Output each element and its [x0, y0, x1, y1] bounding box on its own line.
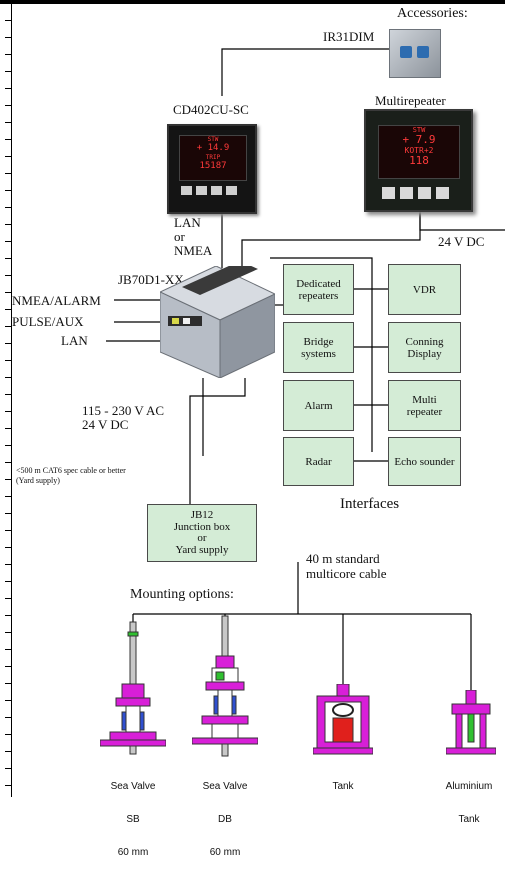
sea-valve-sb-drawing: [100, 621, 166, 755]
ir31dim-device: [389, 29, 441, 78]
cable-note: <500 m CAT6 spec cable or better: [16, 466, 126, 475]
jb12-label: Yard supply: [175, 543, 229, 556]
screen-line: KOTR+2: [404, 146, 434, 155]
caption-line: Sea Valve: [110, 781, 156, 792]
interface-label: systems: [301, 347, 336, 360]
lan-label: LAN: [61, 333, 88, 348]
mount-caption-tank: Tank: [308, 759, 378, 803]
interface-label: Dedicated: [296, 277, 341, 290]
interface-label: VDR: [412, 283, 437, 296]
caption-line: DB: [218, 814, 232, 825]
multirepeater-button[interactable]: [400, 187, 413, 199]
ir31dim-label: IR31DIM: [323, 29, 375, 44]
ir-sensor-icon: [400, 46, 412, 58]
multirepeater-button[interactable]: [436, 187, 449, 199]
multirepeater-button[interactable]: [418, 187, 431, 199]
interfaces-title: Interfaces: [340, 496, 400, 512]
multirepeater-button[interactable]: [382, 187, 395, 199]
interface-label: Bridge: [303, 335, 334, 348]
lan-nmea-line: LAN: [174, 215, 201, 230]
interface-label: Display: [407, 347, 442, 360]
screen-line: STW: [412, 126, 426, 134]
caption-line: Tank: [458, 814, 480, 825]
jb12-label: or: [197, 532, 207, 544]
cd402-label: CD402CU-SC: [173, 102, 249, 117]
lan-nmea-line: NMEA: [174, 243, 213, 258]
nmea-alarm-label: NMEA/ALARM: [12, 293, 101, 308]
caption-line: 60 mm: [117, 847, 149, 858]
multicore-label: multicore cable: [306, 566, 387, 581]
interface-label: repeater: [406, 405, 443, 418]
screen-line: + 7.9: [402, 133, 436, 146]
supply-24v-label: 24 V DC: [438, 234, 485, 249]
jb70-box-shape: [158, 261, 277, 379]
accessories-title: Accessories:: [397, 6, 468, 21]
multirepeater-label: Multirepeater: [375, 93, 446, 108]
left-ruler: [0, 4, 12, 797]
interface-label: Conning: [405, 335, 444, 348]
mount-caption-sea-valve-sb: Sea Valve SB 60 mm: [98, 759, 168, 869]
screen-line: 118: [409, 154, 429, 167]
lan-nmea-line: or: [174, 229, 185, 244]
jb12-junction-box: JB12 Junction box or Yard supply: [147, 504, 257, 562]
cd402-button[interactable]: [226, 186, 237, 195]
interface-echo-sounder: Echo sounder: [388, 437, 461, 486]
jb12-label: Junction box: [173, 520, 231, 533]
interface-label: Multi: [412, 393, 437, 406]
power-ac-label: 115 - 230 V AC: [82, 403, 165, 418]
screen-line: TRIP: [205, 153, 221, 161]
caption-line: Aluminium: [445, 781, 493, 792]
connection-lines: [106, 48, 505, 690]
multirepeater-display-unit: STW + 7.9 KOTR+2 118: [364, 109, 473, 212]
cd402-display-unit: STW + 14.9 TRIP 15187: [167, 124, 257, 214]
jb70-label: JB70D1-XX: [118, 272, 184, 287]
interface-radar: Radar: [283, 437, 354, 486]
aluminium-tank-drawing: [446, 690, 496, 755]
cd402-screen: STW + 14.9 TRIP 15187: [179, 135, 247, 181]
interface-vdr: VDR: [388, 264, 461, 315]
ir-sensor-icon: [417, 46, 429, 58]
jb12-label: JB12: [190, 509, 214, 521]
caption-line: 60 mm: [209, 847, 241, 858]
multicore-label: 40 m standard: [306, 551, 380, 566]
power-dc-label: 24 V DC: [82, 417, 129, 432]
top-bar: [0, 0, 505, 4]
cd402-button[interactable]: [196, 186, 207, 195]
mount-caption-aluminium-tank: Aluminium Tank: [434, 759, 504, 836]
caption-line: SB: [126, 814, 140, 825]
mount-caption-sea-valve-db: Sea Valve DB 60 mm: [190, 759, 260, 869]
interface-label: Alarm: [304, 399, 333, 412]
mounting-title: Mounting options:: [130, 587, 234, 602]
sea-valve-db-drawing: [192, 615, 258, 757]
screen-line: + 14.9: [196, 143, 230, 153]
cable-note: (Yard supply): [16, 476, 60, 485]
interface-label: repeaters: [298, 289, 339, 302]
jb70-junction-box: [158, 261, 277, 379]
cd402-button[interactable]: [181, 186, 192, 195]
pulse-aux-label: PULSE/AUX: [12, 314, 84, 329]
screen-line: STW: [207, 136, 219, 143]
cd402-button[interactable]: [211, 186, 222, 195]
interface-label: Echo sounder: [394, 455, 455, 468]
caption-line: Sea Valve: [202, 781, 248, 792]
caption-line: Tank: [332, 781, 354, 792]
screen-line: 15187: [199, 160, 227, 171]
interface-alarm: Alarm: [283, 380, 354, 431]
tank-drawing: [313, 684, 373, 755]
interface-label: Radar: [305, 455, 332, 468]
multirepeater-screen: STW + 7.9 KOTR+2 118: [378, 125, 460, 179]
